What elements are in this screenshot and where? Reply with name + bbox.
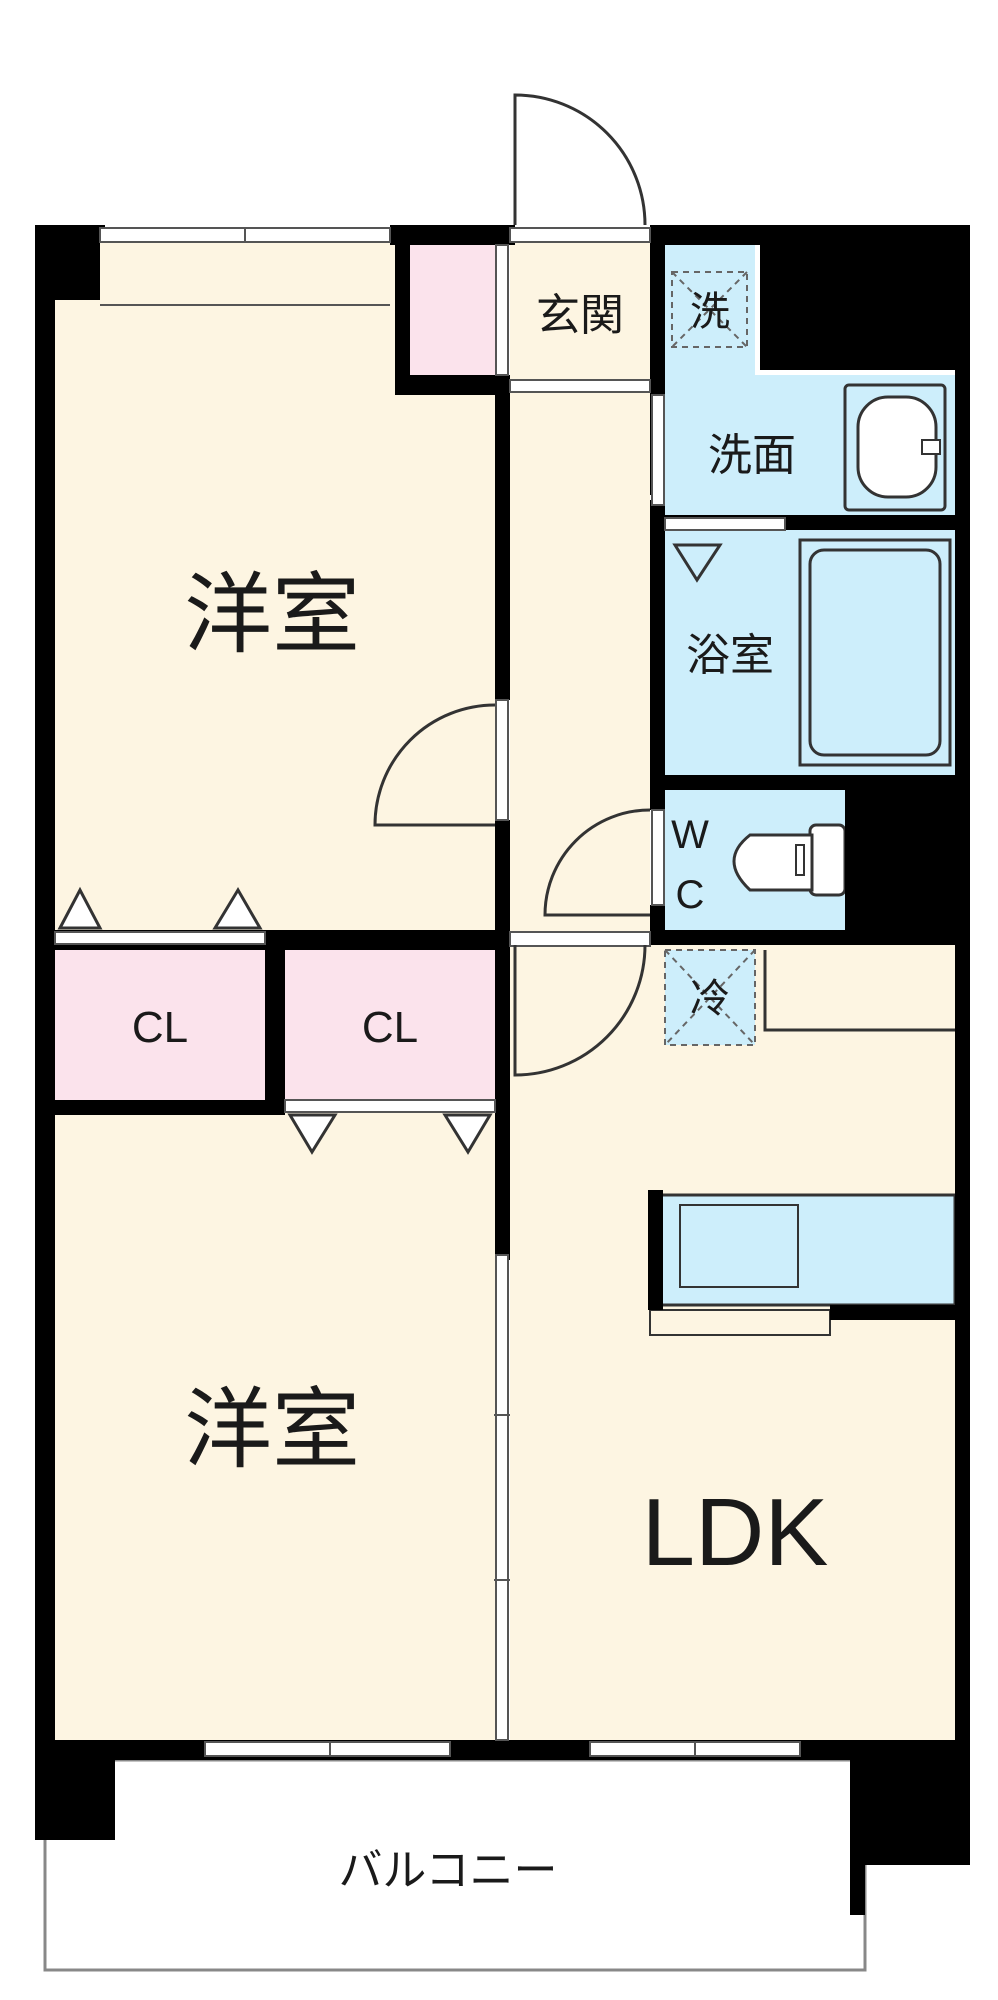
ldk-recess-line (763, 950, 955, 1032)
closet-right-label: CL (362, 1003, 418, 1052)
ldk-floor (510, 940, 960, 1750)
entry-storage-door (495, 244, 509, 376)
fridge-label: 冷 (690, 976, 730, 1022)
wall-room-divider-lower (495, 820, 510, 940)
windows (54, 227, 801, 1757)
wall-top-mid (390, 225, 515, 245)
faucet (921, 439, 941, 455)
labels: 洋室 洋室 玄関 洗 洗面 浴室 W C CL CL 冷 LDK バルコニー (132, 289, 829, 1896)
corridor-floor (510, 240, 650, 940)
wall-top-west (35, 225, 105, 240)
toilet-bowl (732, 833, 814, 892)
floor-fills (43, 240, 960, 1972)
closet-left-label: CL (132, 1003, 188, 1052)
ldk-label: LDK (642, 1479, 829, 1586)
window-bottom-west (204, 1741, 451, 1757)
fixtures (672, 383, 952, 897)
wall-bottom (35, 1740, 970, 1760)
wall-left (35, 225, 55, 1760)
room-top-door-swing (373, 703, 496, 827)
ldk-door (509, 931, 651, 947)
wall-closet-divider (265, 930, 285, 1110)
fridge-area (664, 949, 756, 1046)
toilet-tank (808, 823, 847, 897)
bathtub-inner (808, 548, 942, 757)
balcony-floor (43, 1758, 867, 1972)
wc-door (651, 809, 665, 906)
wall-entry-storage (395, 225, 410, 395)
sliding-partition (495, 1254, 509, 1741)
entrance-step (509, 379, 651, 393)
ldk-door-swing (513, 944, 647, 1077)
balcony-label: バルコニー (338, 1845, 557, 1896)
closet-left-arrow-2 (212, 887, 263, 930)
bath-door-arrow (672, 543, 723, 583)
closet-left-arrow-1 (57, 886, 103, 930)
wall-entry-storage-bottom (395, 375, 510, 395)
door-swings (57, 93, 651, 1155)
front-door-swing (513, 93, 647, 226)
wc-c-label: C (676, 873, 705, 917)
closet-right-rail (284, 1099, 496, 1113)
kitchen-sink (679, 1204, 799, 1288)
closet-left-floor (55, 950, 265, 1100)
wall-closet-bottom (35, 1100, 285, 1115)
western-room-bottom-floor (50, 1110, 500, 1750)
washer-floor (665, 245, 755, 375)
wall-wc-right-block (845, 775, 960, 940)
wall-divider-lower (495, 1100, 510, 1260)
wall-corridor-right-2 (650, 500, 665, 810)
wall-room-divider (495, 375, 510, 700)
washer-cross-1 (671, 271, 748, 348)
closet-left-rail (54, 931, 266, 945)
entry-storage-floor (410, 245, 500, 375)
closet-right-arrow-1 (287, 1113, 338, 1155)
entrance-label: 玄関 (536, 290, 624, 341)
wall-kitchen-back (830, 1305, 960, 1320)
closet-right-floor (285, 950, 495, 1100)
wall-right-block (760, 225, 970, 370)
wc-w-label: W (671, 813, 709, 857)
corridor-door-swing (543, 808, 651, 917)
western-room-bottom-label: 洋室 (184, 1378, 360, 1481)
wall-right (955, 225, 970, 1760)
wall-kitchen-stub (648, 1190, 663, 1310)
washer-cross-2 (671, 271, 748, 348)
room-door-top (495, 699, 509, 821)
washroom-door (651, 394, 665, 506)
toilet-button (795, 844, 805, 876)
washer-label: 洗 (690, 289, 730, 335)
washroom-bath-door (664, 517, 786, 531)
wall-wc-bottom (650, 930, 960, 945)
washer-marker (671, 271, 748, 348)
wall-balcony-right-post (850, 1740, 865, 1915)
entrance-threshold (509, 227, 651, 243)
kitchen-counter-edge (649, 1309, 831, 1336)
washroom-label: 洗面 (708, 430, 796, 481)
wall-balcony-left (35, 1740, 115, 1840)
western-room-top-label: 洋室 (184, 563, 360, 666)
closet-right-arrow-2 (442, 1113, 493, 1155)
wall-balcony-right (850, 1740, 970, 1865)
bathroom-label: 浴室 (686, 630, 774, 681)
wall-closet-right (495, 930, 510, 1110)
